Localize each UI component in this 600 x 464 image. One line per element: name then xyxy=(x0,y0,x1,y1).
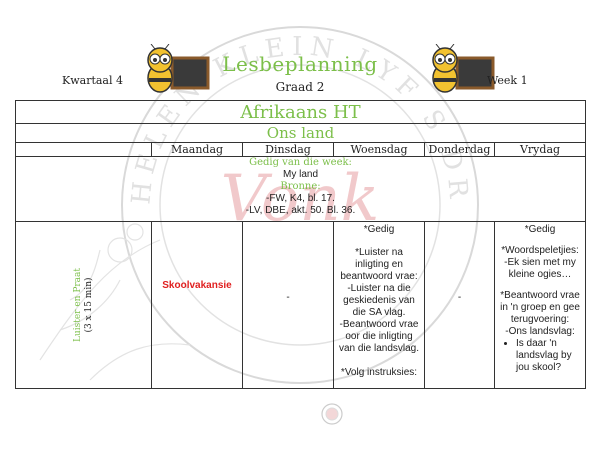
grade-label: Graad 2 xyxy=(275,80,325,94)
monday-cell: Skoolvakansie xyxy=(151,221,243,389)
fri-bullet: Is daar 'n landsvlag by jou skool? xyxy=(516,338,582,374)
poem-of-week: Gedig van die week: My land Bronne: -FW,… xyxy=(14,156,587,222)
activity-name: Luister en Praat xyxy=(72,267,83,343)
fri-line: -Ons landsvlag: xyxy=(505,326,575,337)
activity-cell: Luister en Praat (3 x 15 min) xyxy=(15,221,152,389)
fri-line: *Gedig xyxy=(524,224,556,235)
page-title: Lesbeplanning xyxy=(222,52,378,76)
day-header-monday: Maandag xyxy=(151,142,243,157)
source-1: -FW, K4, bl. 17. xyxy=(266,193,335,204)
bee-teacher-icon xyxy=(147,44,210,93)
theme-title: Ons land xyxy=(14,123,587,143)
week-label: Week 1 xyxy=(487,74,528,87)
wednesday-cell: *Gedig *Luister na inligting en beantwoo… xyxy=(333,221,425,389)
fri-line: *Beantwoord vrae in 'n groep en gee teru… xyxy=(500,290,580,325)
day-header-friday: Vrydag xyxy=(493,142,587,157)
sources-label: Bronne: xyxy=(280,181,321,192)
lesson-plan-table: Afrikaans HT Ons land Maandag Dinsdag Wo… xyxy=(14,100,587,389)
fri-bullet-list: Is daar 'n landsvlag by jou skool? xyxy=(498,338,582,374)
thursday-empty: - xyxy=(457,292,462,303)
wed-line: *Luister na inligting en beantwoord vrae… xyxy=(340,247,418,282)
fri-line: *Woordspeletjies: xyxy=(501,245,579,256)
friday-cell: *Gedig *Woordspeletjies: -Ek sien met my… xyxy=(493,221,587,389)
tuesday-cell: - xyxy=(242,221,334,389)
poem-title: My land xyxy=(283,169,319,180)
thursday-cell: - xyxy=(424,221,495,389)
day-header-thursday: Donderdag xyxy=(424,142,495,157)
school-holiday-label: Skoolvakansie xyxy=(162,280,232,291)
wed-line: -Beantwoord vrae oor die inligting van d… xyxy=(338,319,420,354)
brand-seal-icon xyxy=(321,403,343,425)
corner-cell xyxy=(15,142,152,157)
tuesday-empty: - xyxy=(286,292,290,303)
wed-line: -Luister na die geskiedenis van die SA v… xyxy=(343,283,415,318)
day-header-tuesday: Dinsdag xyxy=(242,142,334,157)
subject-title: Afrikaans HT xyxy=(14,100,587,124)
day-header-wednesday: Woensdag xyxy=(333,142,425,157)
fri-line: -Ek sien met my kleine ogies… xyxy=(504,257,576,280)
activity-label: Luister en Praat (3 x 15 min) xyxy=(73,268,95,342)
activity-duration: (3 x 15 min) xyxy=(83,277,94,333)
bee-teacher-icon-right xyxy=(432,44,495,93)
wed-line: *Gedig xyxy=(363,224,395,235)
term-label: Kwartaal 4 xyxy=(62,74,123,87)
wed-line: *Volg instruksies: xyxy=(340,367,418,378)
poem-heading: Gedig van die week: xyxy=(249,157,352,168)
source-2: -LV, DBE, akt. 50. Bl. 36. xyxy=(245,205,356,216)
